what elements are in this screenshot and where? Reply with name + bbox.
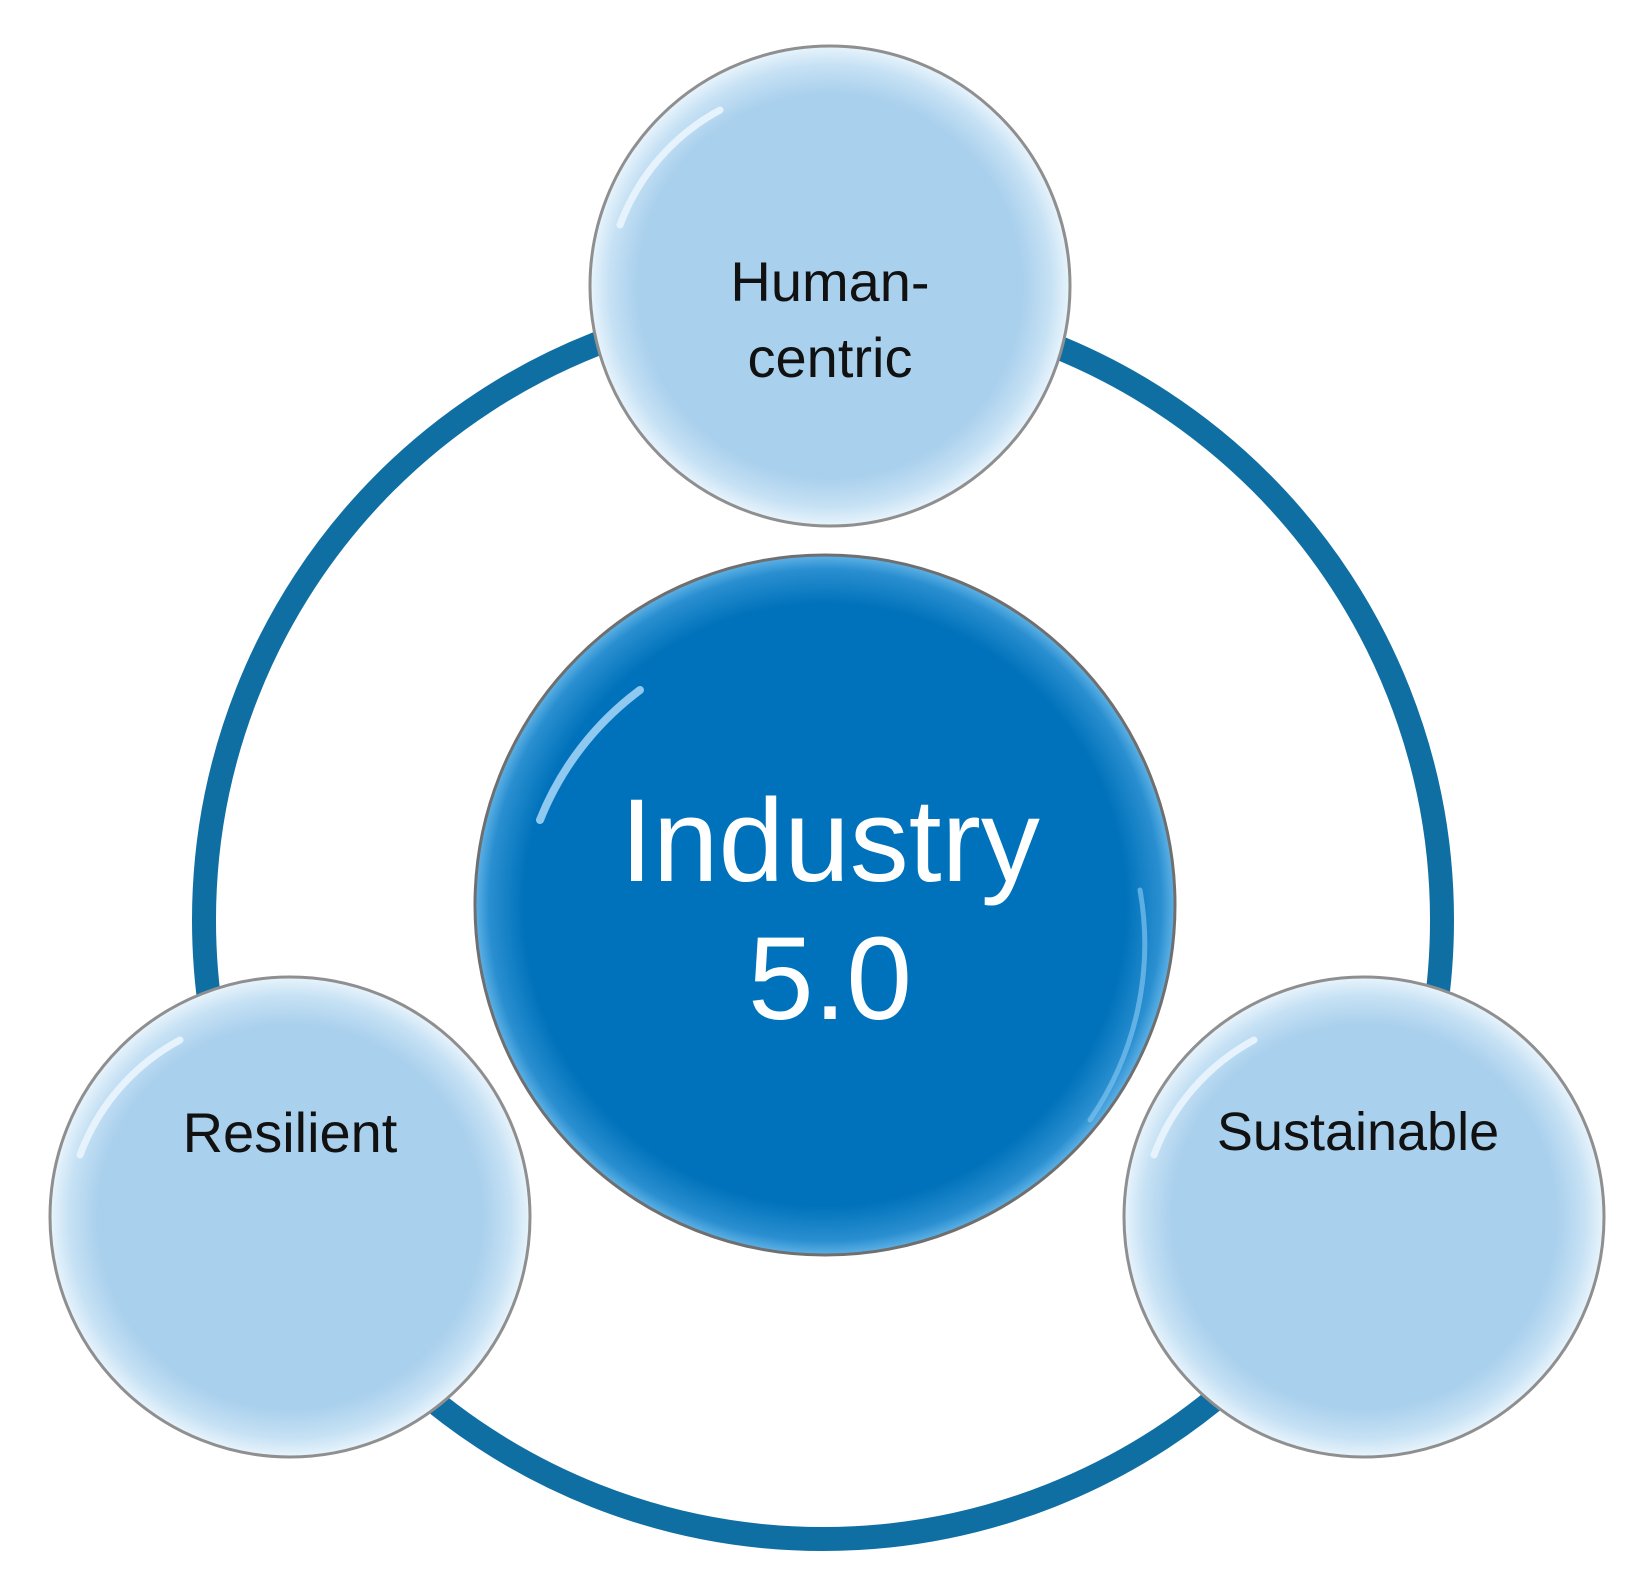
center-highlight-right (1087, 887, 1148, 1123)
center-label-line2: 5.0 (747, 913, 913, 1045)
node-right-circle (1122, 975, 1606, 1459)
node-left-label-text: Resilient (182, 1100, 398, 1164)
node-top-circle (588, 44, 1072, 528)
center-highlight-left (536, 686, 644, 824)
node-top-highlight (616, 106, 724, 229)
node-resilient-label: Resilient (50, 1072, 530, 1192)
node-human-centric-label: Human- centric (590, 140, 1070, 500)
center-label-line1: Industry (620, 775, 1040, 907)
node-left-circle (48, 975, 532, 1459)
node-top-label-line2: centric (747, 326, 913, 389)
node-right-highlight (1150, 1036, 1258, 1159)
center-label: Industry 5.0 (480, 560, 1180, 1260)
node-top-label-line1: Human- (730, 250, 930, 313)
node-left-highlight (76, 1036, 184, 1159)
node-sustainable-label: Sustainable (1118, 1072, 1598, 1192)
node-right-label-text: Sustainable (1216, 1102, 1500, 1162)
center-circle (473, 553, 1177, 1257)
